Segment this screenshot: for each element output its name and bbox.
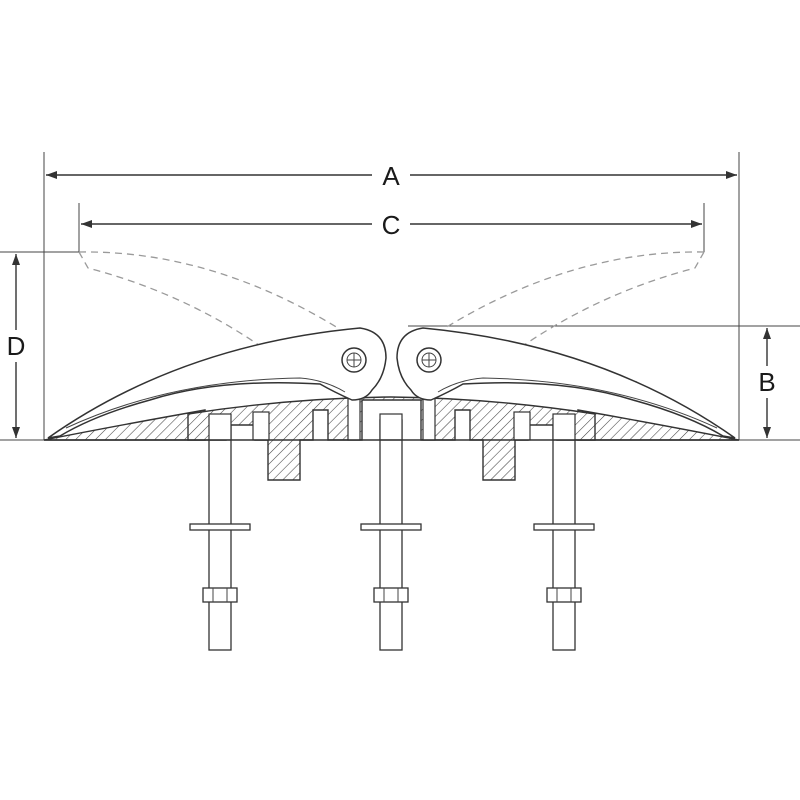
dimension-b-label: B: [758, 367, 775, 397]
dimension-b: B: [753, 328, 781, 438]
stud-right: [533, 416, 595, 651]
dimension-d: D: [2, 254, 30, 438]
cleat-base-section: [43, 395, 740, 481]
dimension-c: C: [81, 210, 702, 240]
horn-right: [396, 327, 736, 439]
folded-horns-hidden-lines: [78, 251, 705, 381]
dimension-a-label: A: [382, 161, 400, 191]
extension-lines: [0, 152, 800, 441]
dimension-c-label: C: [382, 210, 401, 240]
dimension-d-label: D: [7, 331, 26, 361]
stud-center: [360, 416, 422, 651]
mounting-studs: [189, 416, 595, 651]
horn-left: [47, 327, 387, 439]
stud-left: [189, 416, 251, 651]
dimension-a: A: [46, 161, 737, 191]
